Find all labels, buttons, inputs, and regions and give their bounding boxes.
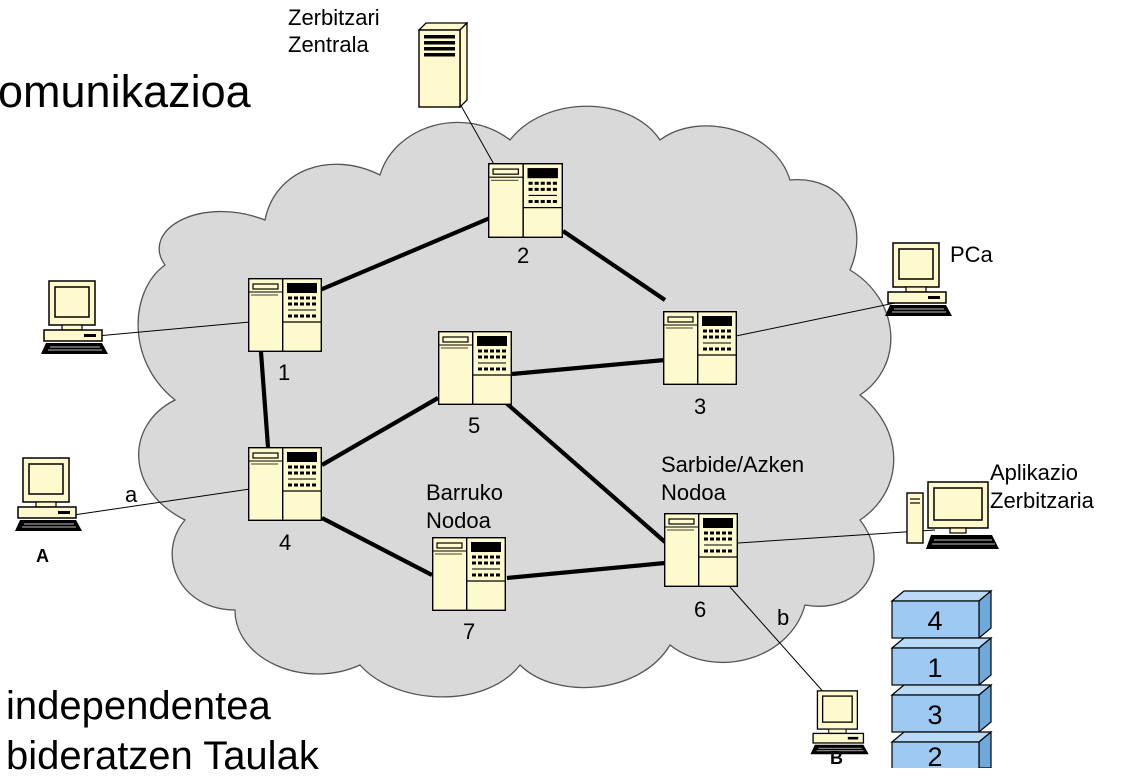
server-label-line1: Zerbitzari <box>288 5 380 30</box>
link-label-a: a <box>125 482 138 507</box>
node-label-7: 7 <box>463 619 475 644</box>
stack-box: 2 <box>890 730 993 768</box>
server-label-line2: Zentrala <box>288 32 369 57</box>
stack-box: 4 <box>890 589 993 640</box>
host-label-a: A <box>36 546 49 566</box>
node-label-6: 6 <box>694 597 706 622</box>
router-node-1-icon[interactable] <box>248 278 322 352</box>
router-node-5-icon[interactable] <box>438 331 512 405</box>
router-node-6-icon[interactable] <box>664 512 738 588</box>
stack-layer-3: 3 <box>927 700 942 730</box>
host-label-b: B <box>830 748 843 768</box>
bullet-text-independentea: independentea <box>6 684 271 728</box>
node-label-4: 4 <box>279 530 291 555</box>
sarbide-label-line1: Sarbide/Azken <box>661 452 804 477</box>
barruko-label-line2: Nodoa <box>426 508 492 533</box>
stack-layer-2: 1 <box>927 653 942 683</box>
node-label-1: 1 <box>278 360 290 385</box>
application-server-icon[interactable] <box>906 481 1000 550</box>
stack-layer-4: 2 <box>927 742 942 768</box>
routing-stack: 4 1 3 2 <box>890 589 993 768</box>
node-label-3: 3 <box>694 394 706 419</box>
pc-left-icon[interactable] <box>40 280 109 355</box>
pc-a-icon[interactable] <box>884 242 953 317</box>
host-a-pc-icon[interactable] <box>14 457 83 532</box>
router-node-4-icon[interactable] <box>248 447 322 521</box>
node-label-2: 2 <box>517 243 529 268</box>
link-label-b: b <box>777 605 789 630</box>
barruko-label-line1: Barruko <box>426 480 503 505</box>
router-node-3-icon[interactable] <box>663 311 737 385</box>
stack-box: 1 <box>890 636 993 687</box>
access-links <box>59 94 936 706</box>
router-node-2-icon[interactable] <box>488 163 563 238</box>
app-server-label-line1: Aplikazio <box>990 460 1078 485</box>
sarbide-label-line2: Nodoa <box>661 480 727 505</box>
stack-box: 3 <box>890 683 993 734</box>
stack-layer-1: 4 <box>927 606 942 636</box>
pca-label: PCa <box>950 242 994 267</box>
backbone-links <box>258 216 667 581</box>
host-b-pc-icon[interactable] <box>809 690 870 755</box>
node-label-5: 5 <box>468 413 480 438</box>
central-server-icon[interactable] <box>418 22 468 108</box>
app-server-label-line2: Zerbitzaria <box>990 488 1095 513</box>
router-node-7-icon[interactable] <box>432 537 506 611</box>
page-title-partial: omunikazioa <box>0 66 251 117</box>
